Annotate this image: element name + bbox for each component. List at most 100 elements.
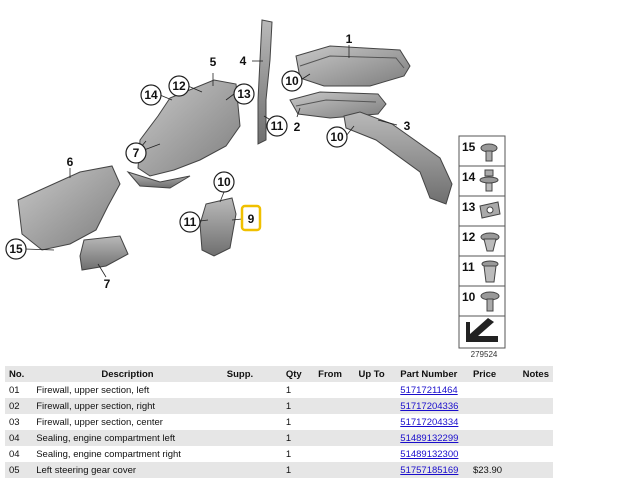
table-header-row: No. Description Supp. Qty From Up To Par…	[5, 366, 553, 382]
cell-from	[314, 446, 355, 462]
svg-text:13: 13	[237, 87, 251, 101]
legend-item-12[interactable]: 12	[462, 230, 500, 252]
header-from: From	[314, 366, 355, 382]
part-number-link[interactable]: 51757185169	[400, 464, 459, 476]
callout-1[interactable]: 1	[346, 32, 353, 46]
cell-no: 03	[5, 414, 33, 430]
cell-supp	[222, 382, 282, 398]
part-5-shape[interactable]	[126, 79, 241, 189]
table-row: 04 Sealing, engine compartment right 1 5…	[5, 446, 553, 462]
legend-item-10[interactable]: 10	[462, 290, 500, 312]
callout-11-a[interactable]: 11	[266, 115, 288, 137]
part-9-shape[interactable]	[199, 197, 237, 257]
cell-from	[314, 414, 355, 430]
table-row: 02 Firewall, upper section, right 1 5171…	[5, 398, 553, 414]
callout-15[interactable]: 15	[5, 238, 27, 260]
cell-price	[468, 446, 519, 462]
callout-11-b[interactable]: 11	[179, 211, 201, 233]
cell-part-number: 51489132300	[396, 446, 469, 462]
svg-text:4: 4	[240, 54, 247, 68]
cell-upto	[354, 462, 397, 478]
part-4-shape[interactable]	[257, 19, 273, 145]
callout-5[interactable]: 5	[210, 55, 217, 69]
cell-from	[314, 430, 355, 446]
callout-7-b[interactable]: 7	[104, 277, 111, 291]
cell-notes	[518, 446, 553, 462]
cell-part-number: 51717204334	[396, 414, 469, 430]
callout-10-b[interactable]: 10	[326, 126, 348, 148]
part-number-link[interactable]: 51717204334	[400, 416, 459, 428]
cell-qty: 1	[281, 430, 315, 446]
cell-supp	[222, 446, 282, 462]
svg-text:9: 9	[248, 212, 255, 226]
fastener-legend: 15 14 13 12	[458, 135, 506, 359]
diagram-code: 279524	[471, 350, 498, 359]
cell-supp	[222, 430, 282, 446]
svg-text:10: 10	[330, 130, 344, 144]
part-number-link[interactable]: 51717204336	[400, 400, 459, 412]
cell-description: Firewall, upper section, center	[32, 414, 223, 430]
callout-12[interactable]: 12	[168, 75, 190, 97]
cell-notes	[518, 382, 553, 398]
svg-text:7: 7	[104, 277, 111, 291]
callout-13[interactable]: 13	[233, 83, 255, 105]
svg-text:6: 6	[67, 155, 74, 169]
part-2-shape[interactable]	[289, 91, 387, 119]
cell-upto	[354, 382, 397, 398]
cell-supp	[222, 398, 282, 414]
svg-text:13: 13	[462, 200, 476, 214]
cell-description: Sealing, engine compartment left	[32, 430, 223, 446]
cell-price	[468, 382, 519, 398]
callout-2[interactable]: 2	[294, 120, 301, 134]
part-number-link[interactable]: 51717211464	[400, 384, 458, 396]
cell-qty: 1	[281, 414, 315, 430]
parts-diagram: 1 2 3 4 5 6 7 7 9 10 10 10 11 11	[5, 19, 506, 359]
callout-4[interactable]: 4	[240, 54, 247, 68]
svg-text:10: 10	[217, 175, 231, 189]
cell-part-number: 51717211464	[396, 382, 469, 398]
part-6-shape[interactable]	[17, 165, 129, 271]
callout-7-a[interactable]: 7	[125, 142, 147, 164]
cell-qty: 1	[281, 398, 315, 414]
svg-text:10: 10	[285, 74, 299, 88]
part-number-link[interactable]: 51489132300	[400, 448, 459, 460]
part-3-shape[interactable]	[343, 111, 453, 205]
header-price: Price	[468, 366, 519, 382]
table-row: 05 Left steering gear cover 1 5175718516…	[5, 462, 553, 478]
part-number-link[interactable]: 51489132299	[400, 432, 459, 444]
cell-from	[314, 382, 355, 398]
legend-item-11[interactable]: 11	[462, 260, 499, 283]
grommet-icon	[480, 232, 500, 252]
callout-10-a[interactable]: 10	[281, 70, 303, 92]
cell-description: Firewall, upper section, right	[32, 398, 223, 414]
header-part-number: Part Number	[396, 366, 469, 382]
callout-9[interactable]: 9	[240, 204, 262, 232]
callout-10-c[interactable]: 10	[213, 171, 235, 193]
cell-price	[468, 414, 519, 430]
svg-text:14: 14	[462, 170, 476, 184]
table-row: 04 Sealing, engine compartment left 1 51…	[5, 430, 553, 446]
cell-part-number: 51489132299	[396, 430, 469, 446]
legend-item-14[interactable]: 14	[462, 169, 499, 192]
legend-item-15[interactable]: 15	[462, 140, 498, 162]
legend-item-13[interactable]: 13	[462, 200, 501, 219]
expansion-rivet-icon	[481, 260, 499, 283]
svg-text:3: 3	[404, 119, 411, 133]
svg-text:11: 11	[184, 215, 197, 229]
cell-notes	[518, 414, 553, 430]
header-no: No.	[5, 366, 33, 382]
cell-upto	[354, 430, 397, 446]
callout-6[interactable]: 6	[67, 155, 74, 169]
clip-icon	[479, 169, 499, 192]
cell-upto	[354, 414, 397, 430]
callout-14[interactable]: 14	[140, 84, 162, 106]
table-row: 03 Firewall, upper section, center 1 517…	[5, 414, 553, 430]
cell-price	[468, 398, 519, 414]
part-1-shape[interactable]	[295, 45, 411, 87]
callout-3[interactable]: 3	[404, 119, 411, 133]
svg-text:11: 11	[271, 119, 284, 133]
cell-supp	[222, 462, 282, 478]
header-supp: Supp.	[222, 366, 282, 382]
svg-text:15: 15	[9, 242, 23, 256]
header-description: Description	[32, 366, 223, 382]
